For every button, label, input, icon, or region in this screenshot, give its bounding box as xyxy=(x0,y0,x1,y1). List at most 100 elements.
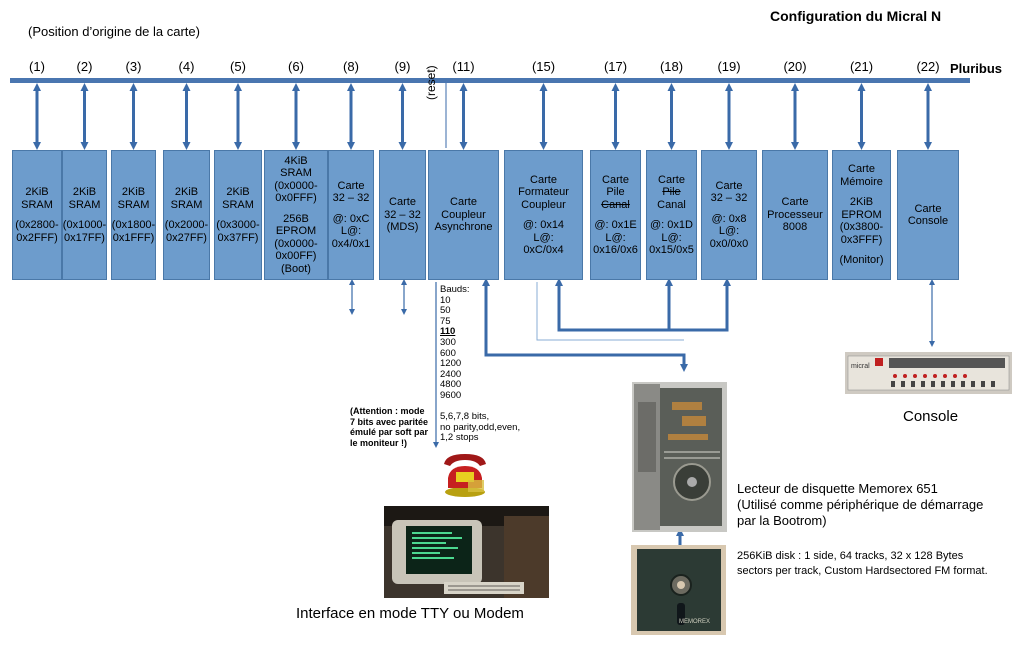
baud-rate: 110 xyxy=(440,326,456,338)
console-photo: micral xyxy=(845,352,1012,394)
serial-format-list: 5,6,7,8 bits, no parity,odd,even, 1,2 st… xyxy=(440,411,520,444)
floppy-brand-text: MEMOREX xyxy=(679,619,710,625)
card-text-line: L@: xyxy=(718,225,740,238)
card-text-line: Carte xyxy=(389,196,416,209)
card-text-line: 2KiB xyxy=(72,186,97,198)
card-text-line: (0x2000- xyxy=(164,219,209,231)
card-text-line: 0x2FFF) xyxy=(16,231,58,244)
card-text-line: SRAM xyxy=(222,198,254,211)
baud-rate: 9600 xyxy=(440,389,462,401)
card-text-line: SRAM xyxy=(117,198,150,211)
card-text-line: Carte xyxy=(848,163,875,176)
card-text-line: 0x16/0x6 xyxy=(593,244,638,256)
card-text-line: 0x27FF) xyxy=(166,231,207,244)
slot-number: (18) xyxy=(659,59,684,74)
telephone-modem-icon xyxy=(444,454,486,497)
disk-caption-line: 256KiB disk : 1 side, 64 tracks, 32 x 12… xyxy=(737,550,964,562)
card-text-line: (0x2800- xyxy=(15,219,59,231)
card-text-line: @: 0xC xyxy=(332,212,370,225)
slot-number: (19) xyxy=(717,59,741,74)
card-text-line: 8008 xyxy=(782,221,808,234)
floppy-caption-line: (Utilisé comme périphérique de démarrage xyxy=(737,497,984,512)
card-text-line: Coupleur xyxy=(521,198,566,211)
card-text-line: L@: xyxy=(661,231,682,244)
warning-line: émulé par soft par xyxy=(350,427,429,437)
card-text-line: 0x4/0x1 xyxy=(331,237,371,250)
card-text-line: 0x17FF) xyxy=(64,231,105,244)
warning-line: 7 bits avec paritée xyxy=(350,416,429,427)
floppy-drive-photo xyxy=(632,382,727,532)
baud-rate: 300 xyxy=(440,336,456,348)
card-text-line: (Boot) xyxy=(281,262,311,275)
card-text-line: Carte xyxy=(658,173,685,186)
baud-rate: 2400 xyxy=(440,368,462,380)
card-text-line: 0x00FF) xyxy=(275,250,317,263)
card-text-line: EPROM xyxy=(275,225,317,238)
slot-number: (21) xyxy=(849,59,874,74)
card-text-line: 2KiB xyxy=(25,186,49,198)
bus-label: Pluribus xyxy=(950,61,1003,76)
baud-rate: 4800 xyxy=(440,379,462,391)
card-text-line: Carte xyxy=(781,196,809,209)
card-text-line: 4KiB xyxy=(284,154,308,167)
card-text-line: 32 – 32 xyxy=(332,192,370,205)
slot-number: (2) xyxy=(76,59,93,74)
tty-modem-caption: Interface en mode TTY ou Modem xyxy=(296,605,524,622)
card-text-line: 2KiB xyxy=(121,186,146,198)
pluribus-bus xyxy=(10,78,970,83)
card-text-line: (Monitor) xyxy=(839,254,884,267)
slot-number: (20) xyxy=(783,59,807,74)
card-text-line: Coupleur xyxy=(441,208,486,221)
reset-label: (reset) xyxy=(424,65,438,100)
card-text-line: Carte xyxy=(450,196,477,209)
card-text-line: (0x3800- xyxy=(839,221,884,234)
card-text-line: 256B xyxy=(283,212,309,225)
disk-caption-line: sectors per track, Custom Hardsectored F… xyxy=(737,565,988,577)
card-text-line: Asynchrone xyxy=(434,221,493,234)
card-text-line: (0x1800- xyxy=(111,219,156,231)
disk-format-caption: 256KiB disk : 1 side, 64 tracks, 32 x 12… xyxy=(737,549,988,579)
card-text-line: 0x15/0x5 xyxy=(649,244,694,256)
slot-number: (5) xyxy=(230,59,246,74)
baud-rate: 75 xyxy=(440,315,451,327)
card-text-line: 32 – 32 xyxy=(384,208,421,221)
card-text-line: L@: xyxy=(340,225,362,238)
slot-number: (6) xyxy=(288,59,304,74)
card-text-line: 2KiB xyxy=(226,186,250,198)
card-text-line: Processeur xyxy=(767,208,823,221)
coupler-to-floppy-link xyxy=(482,278,688,372)
floppy-drive-caption: Lecteur de disquette Memorex 651 (Utilis… xyxy=(737,481,983,529)
formatter-channel-link xyxy=(555,278,731,332)
card-text-line: Console xyxy=(907,215,949,227)
slot-number: (17) xyxy=(603,59,628,74)
parity-warning: (Attention : mode 7 bits avec paritée ém… xyxy=(350,406,428,448)
card-text-line: 0xC/0x4 xyxy=(523,244,564,256)
slot-number: (1) xyxy=(29,59,45,74)
slot-number: (15) xyxy=(531,59,556,74)
card-text-line: SRAM xyxy=(21,198,53,211)
card-text-line: 2KiB xyxy=(849,196,874,209)
card-text-line: SRAM xyxy=(170,198,203,211)
baud-title: Bauds: xyxy=(440,284,470,295)
baud-rate: 50 xyxy=(440,305,451,317)
card-text-line: SRAM xyxy=(280,167,312,180)
card-text-line: @: 0x14 xyxy=(522,219,565,231)
card-text-line: Canal xyxy=(601,198,630,211)
slot-number: (11) xyxy=(452,59,475,74)
card-text-line: 0x37FF) xyxy=(217,231,259,244)
card-text-line: 0x0/0x0 xyxy=(709,237,749,250)
